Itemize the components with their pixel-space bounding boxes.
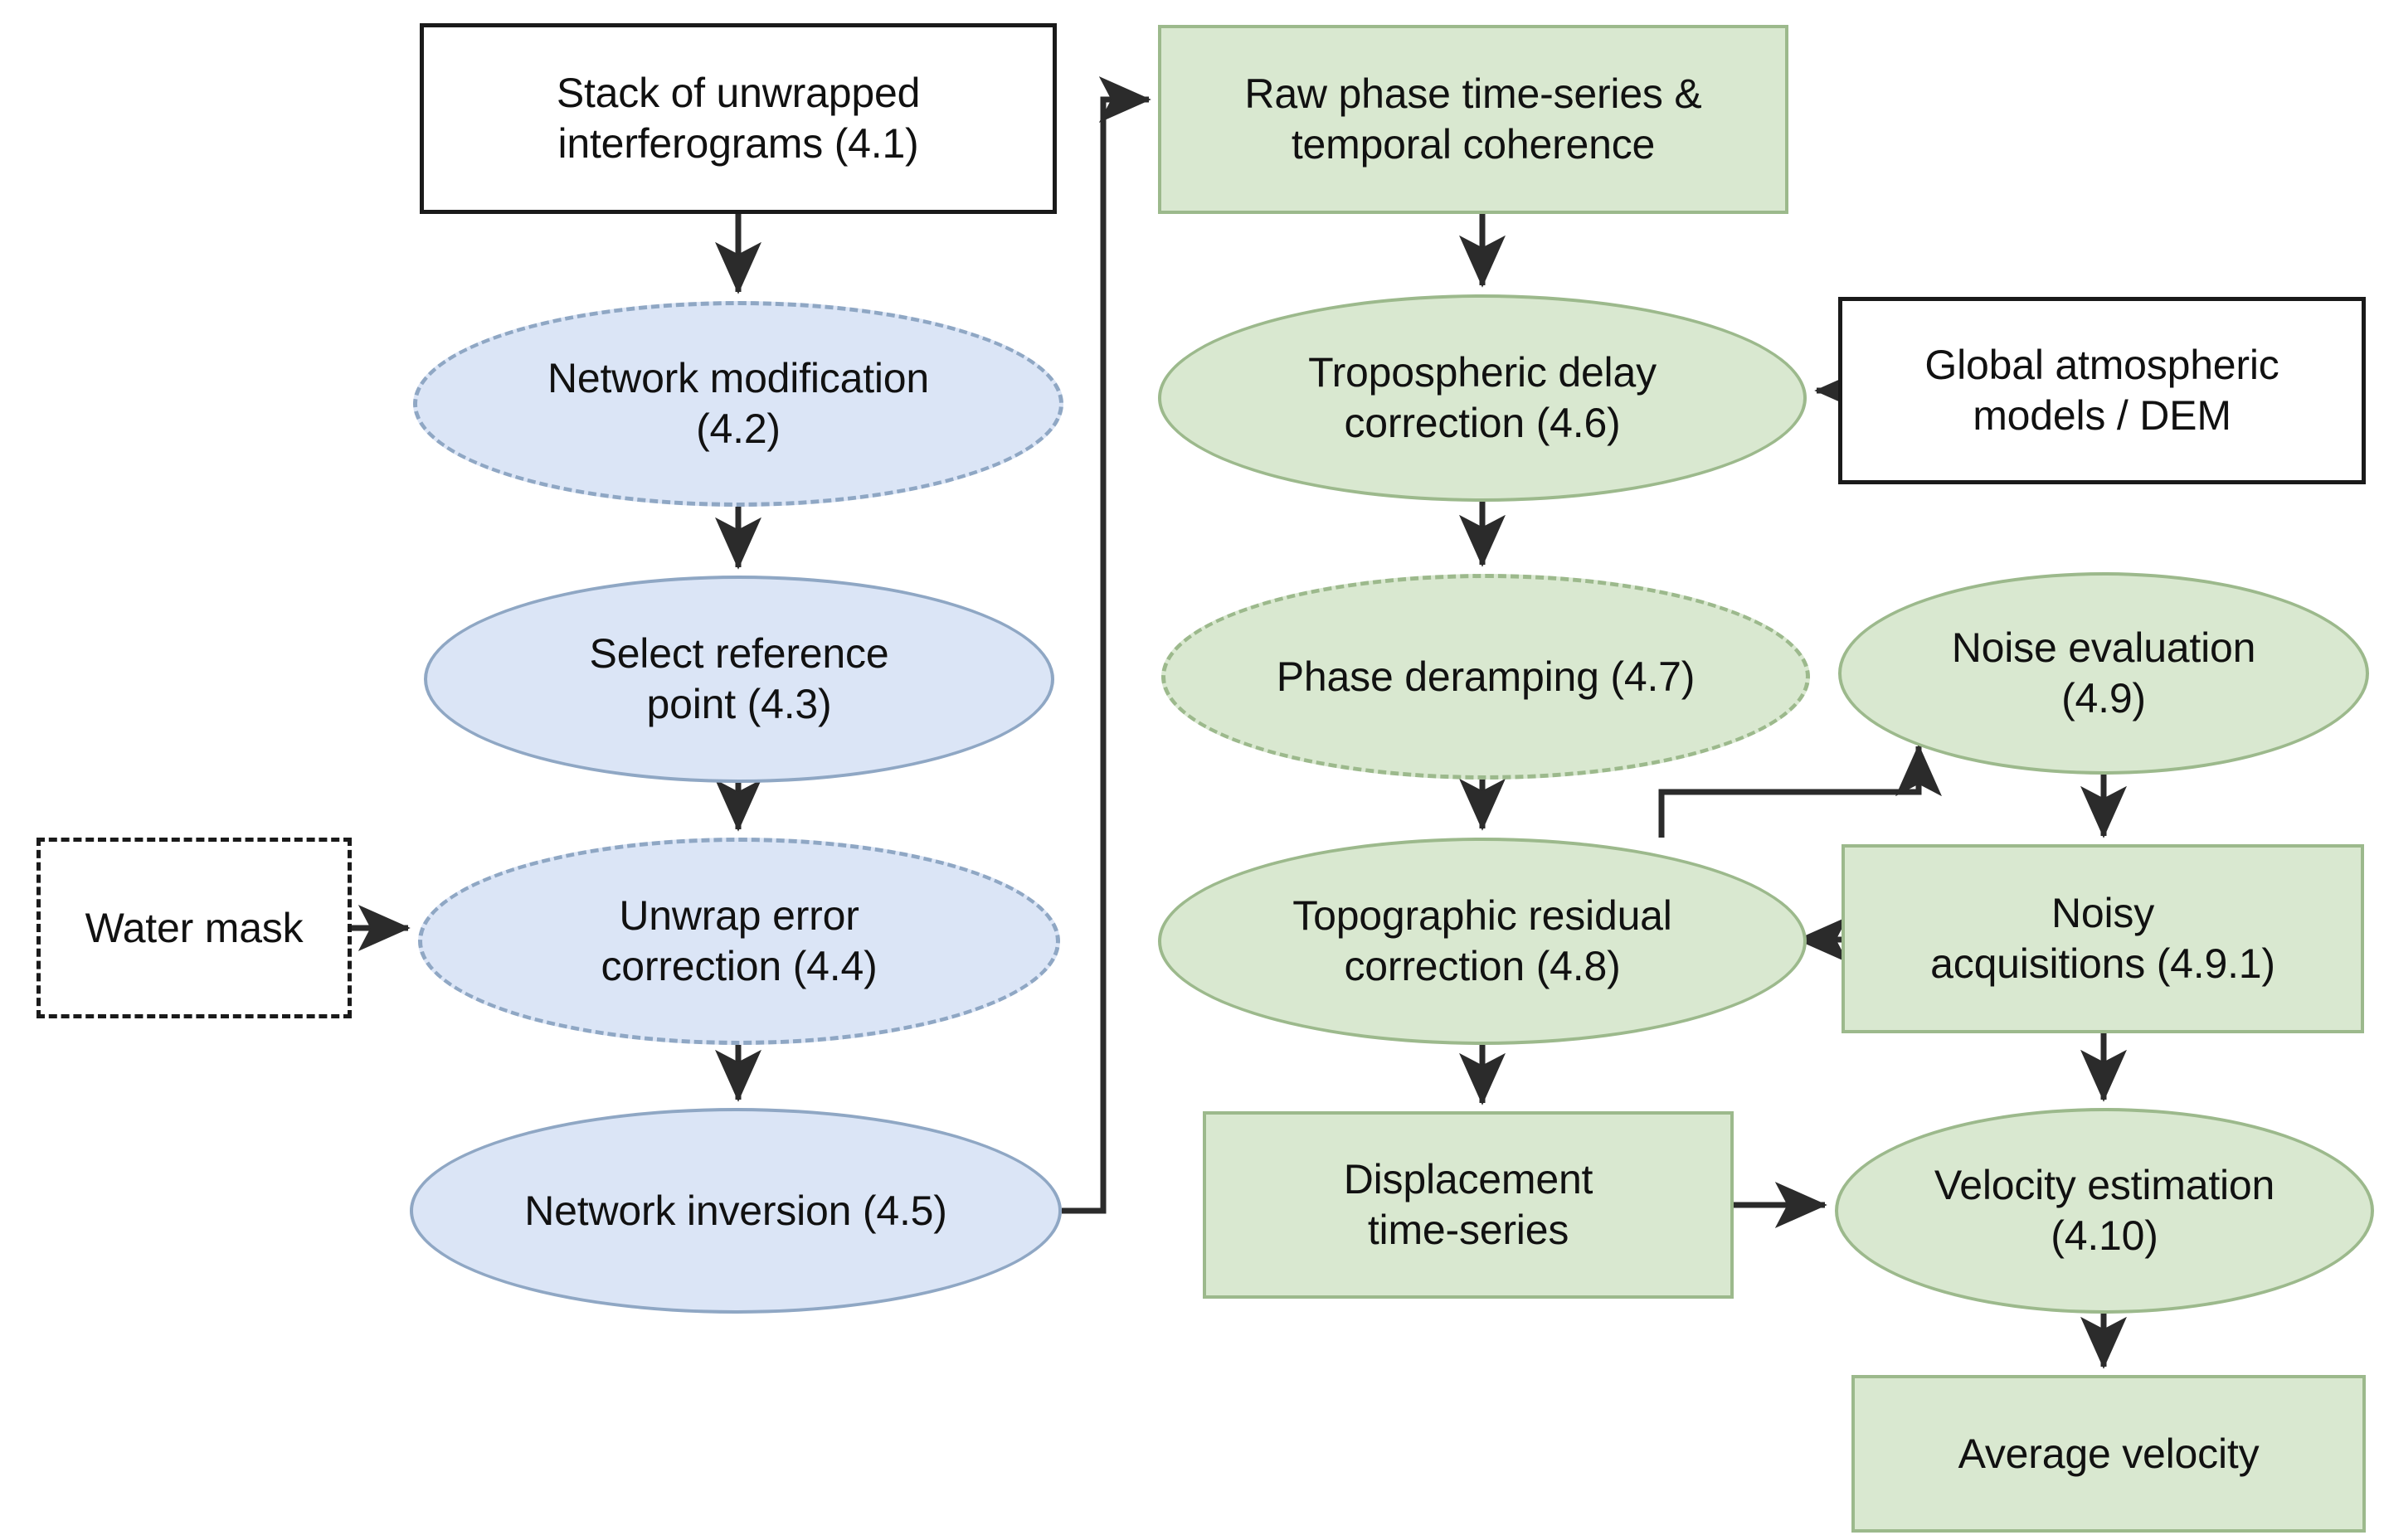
- node-label: Noise evaluation (4.9): [1951, 624, 2256, 721]
- node-displacement-time-series[interactable]: Displacement time-series: [1203, 1111, 1734, 1299]
- node-label: Raw phase time-series & temporal coheren…: [1244, 70, 1702, 168]
- node-noisy-acquisitions[interactable]: Noisy acquisitions (4.9.1): [1842, 844, 2364, 1033]
- edge-network-inversion-to-raw-phase: [1062, 76, 1151, 1214]
- node-network-inversion[interactable]: Network inversion (4.5): [410, 1108, 1062, 1314]
- edge-topographic-residual-to-noise-evaluation: [1658, 744, 1942, 838]
- node-label: Noisy acquisitions (4.9.1): [1930, 890, 2275, 987]
- node-label: Network inversion (4.5): [524, 1187, 947, 1234]
- node-label: Displacement time-series: [1343, 1156, 1593, 1253]
- node-label: Tropospheric delay correction (4.6): [1308, 349, 1657, 446]
- node-phase-deramping[interactable]: Phase deramping (4.7): [1161, 574, 1810, 780]
- node-label: Average velocity: [1958, 1430, 2260, 1477]
- node-stack-of-unwrapped-interferograms[interactable]: Stack of unwrapped interferograms (4.1): [420, 23, 1057, 214]
- node-network-modification[interactable]: Network modification (4.2): [413, 301, 1063, 507]
- node-label: Water mask: [85, 904, 304, 951]
- node-label: Global atmospheric models / DEM: [1924, 342, 2279, 439]
- node-noise-evaluation[interactable]: Noise evaluation (4.9): [1838, 572, 2369, 775]
- node-label: Network modification (4.2): [547, 355, 930, 452]
- node-label: Phase deramping (4.7): [1276, 653, 1696, 700]
- node-water-mask[interactable]: Water mask: [36, 838, 352, 1018]
- node-average-velocity[interactable]: Average velocity: [1851, 1375, 2366, 1533]
- node-label: Unwrap error correction (4.4): [601, 892, 878, 989]
- node-raw-phase-time-series[interactable]: Raw phase time-series & temporal coheren…: [1158, 25, 1788, 214]
- node-unwrap-error-correction[interactable]: Unwrap error correction (4.4): [418, 838, 1060, 1045]
- node-label: Topographic residual correction (4.8): [1292, 892, 1672, 989]
- node-label: Stack of unwrapped interferograms (4.1): [556, 70, 921, 167]
- node-label: Select reference point (4.3): [589, 630, 889, 727]
- node-tropospheric-delay-correction[interactable]: Tropospheric delay correction (4.6): [1158, 294, 1807, 502]
- node-velocity-estimation[interactable]: Velocity estimation (4.10): [1835, 1108, 2374, 1314]
- node-label: Velocity estimation (4.10): [1934, 1162, 2275, 1259]
- node-topographic-residual-correction[interactable]: Topographic residual correction (4.8): [1158, 838, 1807, 1045]
- node-global-atmospheric-models[interactable]: Global atmospheric models / DEM: [1838, 297, 2366, 484]
- node-select-reference-point[interactable]: Select reference point (4.3): [424, 576, 1054, 783]
